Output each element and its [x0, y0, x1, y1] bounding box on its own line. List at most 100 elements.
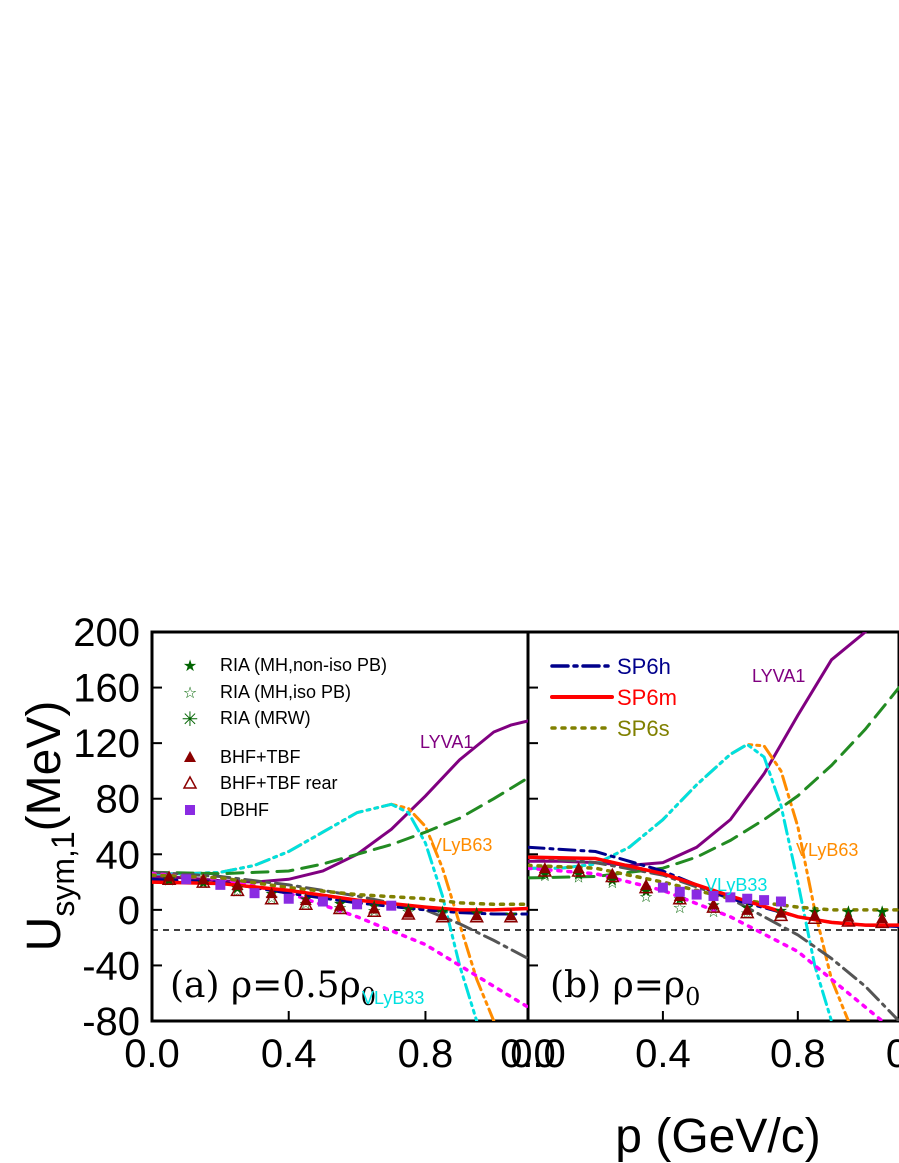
- panel-b-label: (b) ρ=ρ0: [550, 965, 700, 1011]
- x-tick-label: 0.8: [770, 1032, 826, 1076]
- data-point-ria-mh-iso-pb-: ☆: [605, 875, 619, 892]
- curve-label-b: VLyB63: [796, 840, 858, 860]
- x-tick-label: 0.4: [261, 1032, 317, 1076]
- x-axis-title: p (GeV/c): [615, 1110, 820, 1163]
- data-point-bhf-tbf-rear: [366, 903, 382, 917]
- data-point-bhf-tbf-rear: [401, 906, 416, 920]
- legend-a-marker: ★: [183, 658, 197, 675]
- data-point-dbhf: [691, 889, 702, 900]
- x-tick-label: 0.0: [500, 1032, 556, 1076]
- curve-label-b: VLyB33: [705, 875, 767, 895]
- data-point-dbhf: [283, 893, 294, 904]
- y-tick-label: 160: [73, 667, 140, 711]
- y-tick-label: 200: [73, 611, 140, 655]
- data-point-dbhf: [386, 900, 397, 911]
- data-point-bhf-tbf-rear: [298, 896, 314, 911]
- data-point-dbhf: [215, 879, 226, 890]
- data-point-dbhf: [742, 893, 753, 904]
- legend-a-marker: [184, 751, 196, 762]
- data-point-dbhf: [352, 899, 363, 910]
- series-line-green-dashed: [528, 686, 899, 880]
- data-point-bhf-tbf-rear: [672, 891, 688, 905]
- legend-b-label: SP6m: [617, 685, 677, 710]
- data-point-bhf-tbf-rear: [537, 863, 553, 877]
- y-tick-label: 0: [118, 889, 140, 933]
- legend-a-label: DBHF: [220, 800, 269, 820]
- legend-a-marker: [182, 775, 198, 789]
- x-tick-label: 0.4: [635, 1032, 691, 1076]
- series-line-vlyb33: [152, 802, 479, 1021]
- series-line-vlyb33: [528, 742, 833, 1021]
- panel-a-plot: ★★★★★★★★★★★☆☆☆☆☆☆☆☆☆☆☆: [152, 719, 528, 1021]
- data-point-dbhf: [181, 874, 192, 885]
- data-point-dbhf: [759, 895, 770, 906]
- series-line-magenta-dotted: [528, 866, 885, 1021]
- curve-label-a: VLyB33: [362, 988, 424, 1008]
- curve-label-a: VLyB63: [430, 835, 492, 855]
- curve-label-b: LYVA1: [752, 666, 805, 686]
- legend-a-marker: ✳: [182, 709, 199, 731]
- panel-b-plot: ★★★★★★★★★★★☆☆☆☆☆☆☆☆☆☆☆: [528, 632, 899, 1021]
- legend-a-marker: [185, 805, 195, 815]
- data-point-ria-mh-iso-pb-: ☆: [571, 870, 585, 887]
- series-line-grey-dash-dot: [528, 855, 899, 1021]
- data-point-bhf-tbf-rear: [161, 871, 177, 886]
- data-point-bhf-tbf-rear: [332, 900, 348, 915]
- data-point-bhf-tbf-rear: [503, 909, 519, 923]
- data-point-dbhf: [725, 892, 736, 903]
- data-point-bhf-tbf-rear: [230, 882, 245, 897]
- data-point-bhf-tbf-rear: [196, 874, 211, 888]
- x-tick-label: 0: [886, 1032, 899, 1076]
- data-point-bhf-tbf-rear: [773, 907, 789, 922]
- data-point-dbhf: [249, 888, 260, 899]
- legend-a-label: BHF+TBF rear: [220, 773, 338, 793]
- legend-b-label: SP6h: [617, 654, 671, 679]
- series-line-sp6m: [528, 855, 899, 927]
- y-tick-label: 120: [73, 722, 140, 766]
- data-point-bhf-tbf-rear: [874, 914, 890, 929]
- data-point-dbhf: [317, 896, 328, 907]
- legend-a-marker: ☆: [183, 685, 197, 702]
- y-tick-label: 40: [96, 833, 141, 877]
- data-point-bhf-tbf-rear: [739, 905, 755, 919]
- data-point-dbhf: [674, 886, 685, 897]
- series-line-magenta-dotted: [152, 871, 528, 1009]
- data-point-dbhf: [657, 882, 668, 893]
- x-tick-label: 0.8: [398, 1032, 454, 1076]
- series-line-sp6s: [152, 873, 528, 907]
- legend-a-label: RIA (MH,iso PB): [220, 682, 351, 702]
- y-axis-title-main: U: [18, 917, 71, 952]
- y-tick-label: 80: [96, 778, 141, 822]
- data-point-bhf-tbf-rear: [841, 913, 856, 927]
- data-point-bhf-tbf-rear: [435, 909, 450, 923]
- data-point-bhf-tbf-rear: [264, 891, 279, 905]
- panel-a-label: (a) ρ=0.5ρ0: [170, 965, 376, 1011]
- series-line-green-dashed: [152, 776, 528, 876]
- legend-a-label: RIA (MH,non-iso PB): [220, 655, 387, 675]
- legend-a: ★ RIA (MH,non-iso PB) ☆ RIA (MH,iso PB) ✳ RIA…: [182, 655, 387, 820]
- data-point-bhf-tbf-rear: [807, 910, 822, 924]
- legend-a-label: BHF+TBF: [220, 747, 301, 767]
- data-point-bhf-tbf-rear: [706, 899, 721, 913]
- curve-label-a: LYVA1: [420, 732, 473, 752]
- y-tick-label: -40: [82, 944, 140, 988]
- y-axis-title-unit: (MeV): [18, 701, 71, 832]
- data-point-bhf-tbf-rear: [571, 863, 586, 877]
- legend-b-label: SP6s: [617, 716, 670, 741]
- x-tick-label: 0.0: [124, 1032, 180, 1076]
- x-tick-label: 0.0: [510, 1032, 566, 1076]
- data-point-dbhf: [775, 896, 786, 907]
- data-point-bhf-tbf-rear: [605, 868, 620, 883]
- y-tick-label: -80: [82, 1000, 140, 1044]
- panel-b-frame: [526, 630, 899, 1023]
- data-point-bhf-tbf-rear: [638, 880, 654, 894]
- y-axis-title-sub: sym,1: [45, 831, 81, 916]
- series-line-lyva1: [528, 632, 867, 867]
- data-point-dbhf: [708, 890, 719, 901]
- legend-a-label: RIA (MRW): [220, 708, 311, 728]
- data-point-bhf-tbf-rear: [469, 909, 484, 923]
- y-axis-title: Usym,1(MeV): [18, 701, 81, 952]
